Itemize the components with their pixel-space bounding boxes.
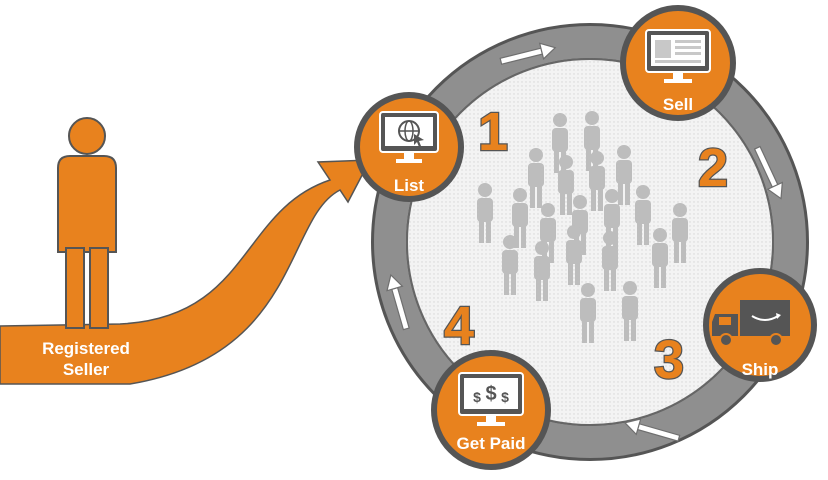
globe-monitor-icon xyxy=(379,111,439,163)
step-get-paid: $ $ $ Get Paid xyxy=(431,350,551,470)
step-number-3: 3 xyxy=(654,330,684,390)
registered-seller-icon xyxy=(57,117,117,329)
step-number-1: 1 xyxy=(478,102,508,162)
webpage-monitor-icon xyxy=(645,29,711,83)
seller-label-line1: Registered xyxy=(42,339,130,358)
delivery-truck-icon xyxy=(712,300,790,347)
step-label-sell: Sell xyxy=(663,95,693,114)
arrow-ship-to-getpaid xyxy=(623,418,681,442)
cycle-ring xyxy=(371,23,809,461)
step-label-get-paid: Get Paid xyxy=(457,434,526,453)
seller-flow-arrow: Registered Seller xyxy=(0,159,372,385)
step-label-list: List xyxy=(394,176,425,195)
dollar-sign-middle: $ xyxy=(485,383,496,405)
dollar-sign-left: $ xyxy=(473,389,481,405)
step-number-4: 4 xyxy=(444,296,474,356)
step-sell: Sell xyxy=(620,5,736,121)
ring-flow-arrows xyxy=(386,42,784,442)
arrow-list-to-sell xyxy=(499,42,557,65)
step-label-ship: Ship xyxy=(742,360,779,379)
dollar-sign-right: $ xyxy=(501,389,509,405)
seller-label-line2: Seller xyxy=(63,360,110,379)
arrow-sell-to-ship xyxy=(753,145,784,200)
money-monitor-icon: $ $ $ xyxy=(458,372,524,426)
arrow-getpaid-to-list xyxy=(386,273,410,331)
step-ship: Ship xyxy=(703,268,817,382)
step-list: List xyxy=(354,92,464,202)
step-number-2: 2 xyxy=(698,138,728,198)
